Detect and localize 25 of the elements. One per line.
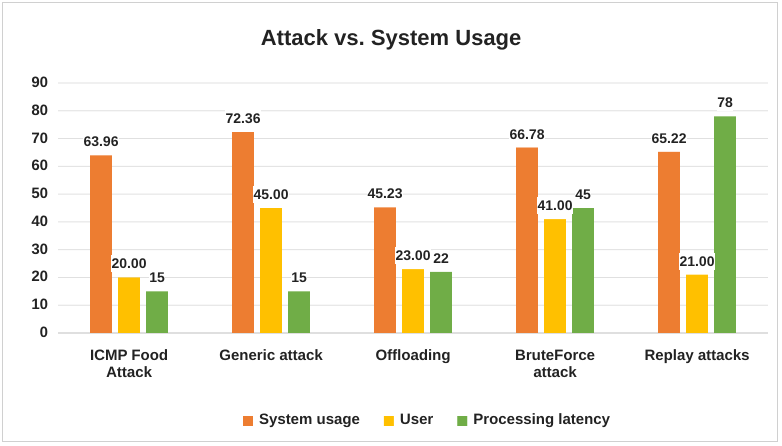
value-label: 45.00 (253, 186, 289, 203)
legend-label: System usage (259, 411, 360, 428)
value-label: 20.00 (111, 255, 147, 272)
axis-tick-label: 10 (31, 296, 48, 314)
axis-tick-label: 90 (31, 74, 48, 91)
legend-label: User (400, 411, 434, 428)
axis-tick-label: 80 (31, 102, 48, 119)
value-label: 41.00 (537, 197, 573, 214)
category-label: Replay attacks (643, 347, 751, 364)
value-label: 78 (717, 94, 733, 112)
axis-tick-label: 30 (31, 240, 48, 258)
value-label: 21.00 (679, 252, 715, 270)
axis-tick-label: 20 (31, 268, 48, 286)
category-label: Offloading (374, 347, 452, 364)
category-label: ICMP Food Attack (88, 347, 170, 381)
axis-tick-label: 50 (31, 185, 48, 202)
axis-tick-label: 40 (31, 212, 48, 230)
chart-title: Attack vs. System Usage (260, 25, 522, 51)
category-label: BruteForce attack (514, 347, 596, 381)
axis-tick-label: 0 (40, 324, 48, 341)
category-label: Generic attack (218, 347, 324, 364)
axis-tick-label: 60 (31, 157, 48, 174)
axis-tick-label: 70 (31, 130, 48, 147)
legend-label: Processing latency (473, 411, 610, 428)
value-label: 23.00 (395, 247, 431, 264)
